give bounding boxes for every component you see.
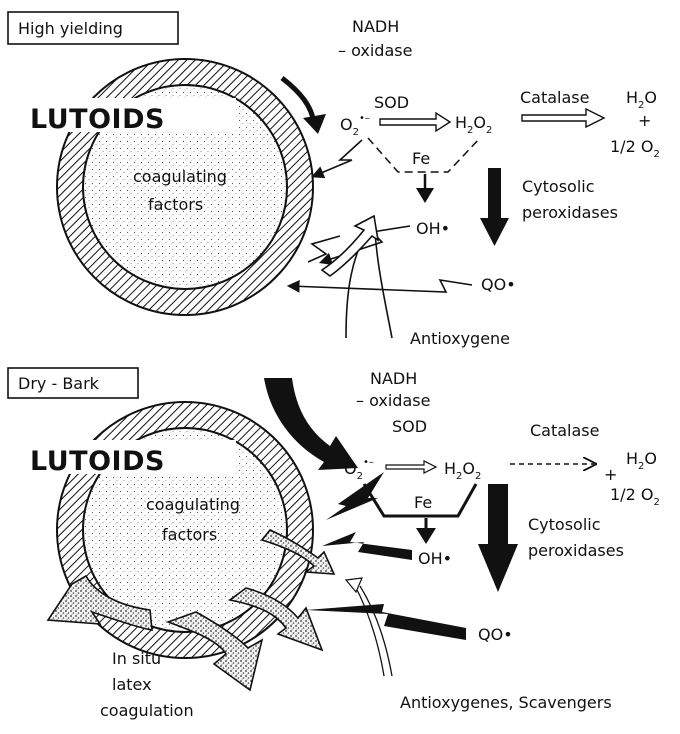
panel-high-yielding: High yielding LUTOIDS coagulating factor… (8, 12, 660, 348)
sod-label: SOD (392, 417, 427, 436)
cytosolic-label: Cytosolic (522, 177, 595, 196)
peroxidase-arrow-head (480, 218, 509, 246)
panel-dry-bark: Dry - Bark LUTOIDS coagulating factors N… (8, 368, 660, 720)
scavenger-stroke-a (354, 584, 384, 676)
peroxidases-label: peroxidases (522, 203, 618, 222)
scavenger-stroke-b (360, 586, 392, 676)
water: H2O (626, 88, 657, 111)
catalase-arrow (522, 109, 604, 127)
fe-arrow-head (416, 188, 434, 203)
peroxidase-arrow-head (478, 544, 518, 592)
half-oxygen: 1/2 O2 (610, 137, 660, 160)
qo-radical: QO• (478, 625, 513, 644)
sod-label: SOD (374, 93, 409, 112)
nadh-arrow-head (303, 114, 326, 134)
hydroxyl-radical: OH• (416, 219, 450, 238)
qo-radical: QO• (481, 275, 516, 294)
half-oxygen: 1/2 O2 (610, 485, 660, 508)
result-label-1: In situ (112, 649, 161, 668)
lutoid-label: LUTOIDS (30, 446, 165, 477)
inner-label-1: coagulating (133, 167, 227, 186)
result-label-3: coagulation (100, 701, 194, 720)
superoxide: O2•– (340, 113, 370, 138)
antioxygene-label: Antioxygene (410, 329, 510, 348)
attack-hydroxyl (322, 532, 412, 560)
plus-sign: + (604, 465, 617, 484)
inner-label-2: factors (162, 525, 217, 544)
superoxide: O2•– (344, 457, 374, 482)
inner-label-2: factors (148, 195, 203, 214)
plus-sign: + (638, 111, 651, 130)
hydrogen-peroxide: H2O2 (444, 459, 481, 482)
scavenger-arrow-head (346, 578, 362, 592)
panel-title: High yielding (18, 19, 123, 38)
oxidase-label: – oxidase (356, 391, 430, 410)
cytosolic-label: Cytosolic (528, 515, 601, 534)
hydrogen-peroxide: H2O2 (455, 113, 492, 136)
peroxidase-arrow-shaft (488, 484, 508, 546)
nadh-label: NADH (352, 17, 399, 36)
lutoid-label: LUTOIDS (30, 104, 165, 135)
fe-label: Fe (414, 493, 432, 512)
attack-superoxide (314, 140, 362, 176)
catalase-label: Catalase (530, 421, 599, 440)
nadh-label: NADH (370, 369, 417, 388)
fe-arrow-head (416, 528, 436, 544)
sod-arrow (386, 461, 436, 473)
water: H2O (626, 449, 657, 472)
scavenger-label: Antioxygenes, Scavengers (400, 693, 612, 712)
panel-title: Dry - Bark (18, 374, 100, 393)
result-label-2: latex (112, 675, 152, 694)
oxidase-label: – oxidase (338, 41, 412, 60)
peroxidase-arrow-shaft (488, 168, 501, 220)
catalase-label: Catalase (520, 88, 589, 107)
sod-arrow (380, 113, 450, 131)
inner-label-1: coagulating (146, 495, 240, 514)
attack-qo (306, 604, 466, 640)
hydroxyl-radical: OH• (418, 549, 452, 568)
fe-label: Fe (412, 149, 430, 168)
attack-superoxide (326, 472, 384, 520)
peroxidases-label: peroxidases (528, 541, 624, 560)
